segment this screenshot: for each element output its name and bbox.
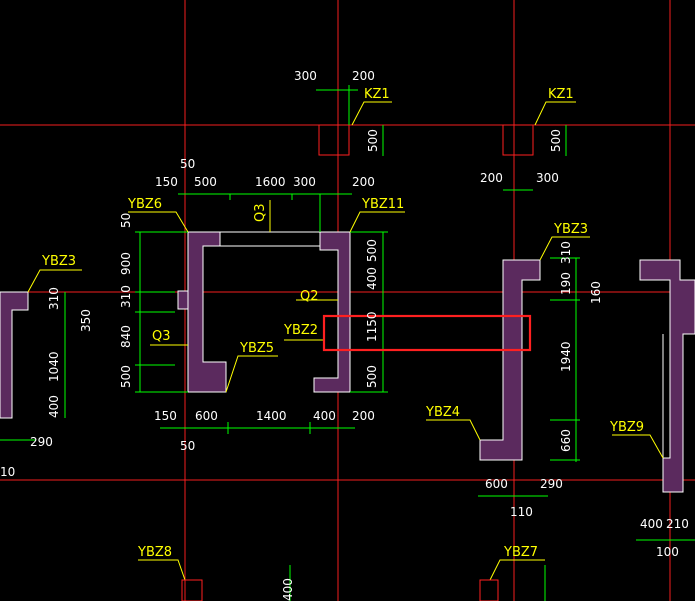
label-ybz2[interactable]: YBZ2 (283, 323, 318, 338)
ybz7-element[interactable] (479, 579, 499, 601)
label-ybz4[interactable]: YBZ4 (425, 405, 460, 420)
dimension-text: 300 200 200 300 50 150 500 1600 300 200 … (0, 69, 689, 559)
label-ybz3-left[interactable]: YBZ3 (41, 254, 76, 269)
dim-1400: 1400 (256, 409, 287, 423)
dim-300-top: 300 (294, 69, 317, 83)
dim-110: 110 (510, 505, 533, 519)
dim-150-top: 150 (155, 175, 178, 189)
dim-350: 350 (79, 309, 93, 332)
dim-310-ybz3: 310 (559, 241, 573, 264)
dim-400-bottom: 400 (281, 578, 295, 601)
dim-500-left: 500 (119, 365, 133, 388)
kz1-column-a[interactable] (318, 124, 350, 156)
dim-500-r1: 500 (365, 239, 379, 262)
dim-200-kz1b: 200 (480, 171, 503, 185)
label-ybz6[interactable]: YBZ6 (127, 197, 162, 212)
label-q2[interactable]: Q2 (300, 289, 319, 304)
dim-600-bot: 600 (195, 409, 218, 423)
dim-200-row: 200 (352, 175, 375, 189)
label-ybz7[interactable]: YBZ7 (503, 545, 538, 560)
dim-400-bot: 400 (313, 409, 336, 423)
label-ybz11[interactable]: YBZ11 (361, 197, 404, 212)
ybz8-element[interactable] (181, 579, 203, 601)
dim-200-bot: 200 (352, 409, 375, 423)
label-q3-left[interactable]: Q3 (152, 329, 171, 344)
wall-ybz9[interactable] (639, 259, 695, 493)
dim-900: 900 (119, 252, 133, 275)
label-ybz9[interactable]: YBZ9 (609, 420, 644, 435)
dim-600-ybz4: 600 (485, 477, 508, 491)
dim-500-row: 500 (194, 175, 217, 189)
dim-400-far: 400 (47, 395, 61, 418)
kz1-column-b[interactable] (502, 124, 534, 156)
dim-400-ybz9: 400 (640, 517, 663, 531)
leader-lines (27, 101, 664, 581)
wall-ybz3-ybz4[interactable] (479, 259, 541, 461)
dim-190: 190 (559, 272, 573, 295)
dim-50-left: 50 (119, 213, 133, 228)
element-labels: KZ1 KZ1 YBZ3 YBZ6 YBZ11 Q2 YBZ2 Q3 YBZ5 … (41, 87, 644, 560)
dim-160: 160 (589, 281, 603, 304)
label-kz1-b[interactable]: KZ1 (548, 87, 574, 102)
wall-ybz11-ybz2[interactable] (313, 231, 351, 393)
dim-500-kz1b: 500 (549, 129, 563, 152)
dim-1150: 1150 (365, 311, 379, 342)
dim-200-top: 200 (352, 69, 375, 83)
shear-walls (0, 231, 695, 493)
dimension-text-vertical: 500 500 50 900 310 840 500 310 350 1040 … (47, 129, 603, 601)
dim-50-top: 50 (180, 157, 195, 171)
dim-310-far: 310 (47, 287, 61, 310)
dim-300-kz1b: 300 (536, 171, 559, 185)
dim-1600: 1600 (255, 175, 286, 189)
label-ybz8[interactable]: YBZ8 (137, 545, 172, 560)
dim-300-row: 300 (293, 175, 316, 189)
selection-rectangle[interactable] (322, 314, 532, 352)
wall-edges (202, 231, 664, 458)
dim-310-left: 310 (119, 285, 133, 308)
label-ybz3-right[interactable]: YBZ3 (553, 222, 588, 237)
label-ybz5[interactable]: YBZ5 (239, 341, 274, 356)
dim-10-far: 10 (0, 465, 15, 479)
dim-1940: 1940 (559, 341, 573, 372)
wall-ybz6-stub[interactable] (177, 290, 189, 310)
label-kz1-a[interactable]: KZ1 (364, 87, 390, 102)
dim-50-bot: 50 (180, 439, 195, 453)
dim-500-kz1a: 500 (366, 129, 380, 152)
wall-ybz6-ybz5[interactable] (187, 231, 227, 393)
dim-660: 660 (559, 429, 573, 452)
dim-150-bot: 150 (154, 409, 177, 423)
dim-100: 100 (656, 545, 679, 559)
dim-290-far: 290 (30, 435, 53, 449)
dim-210: 210 (666, 517, 689, 531)
label-q3-top[interactable]: Q3 (253, 203, 268, 222)
dim-1040: 1040 (47, 351, 61, 382)
dim-400-r: 400 (365, 267, 379, 290)
dim-500-r2: 500 (365, 365, 379, 388)
dimension-lines (0, 85, 695, 601)
dim-840: 840 (119, 325, 133, 348)
dim-290-ybz4: 290 (540, 477, 563, 491)
